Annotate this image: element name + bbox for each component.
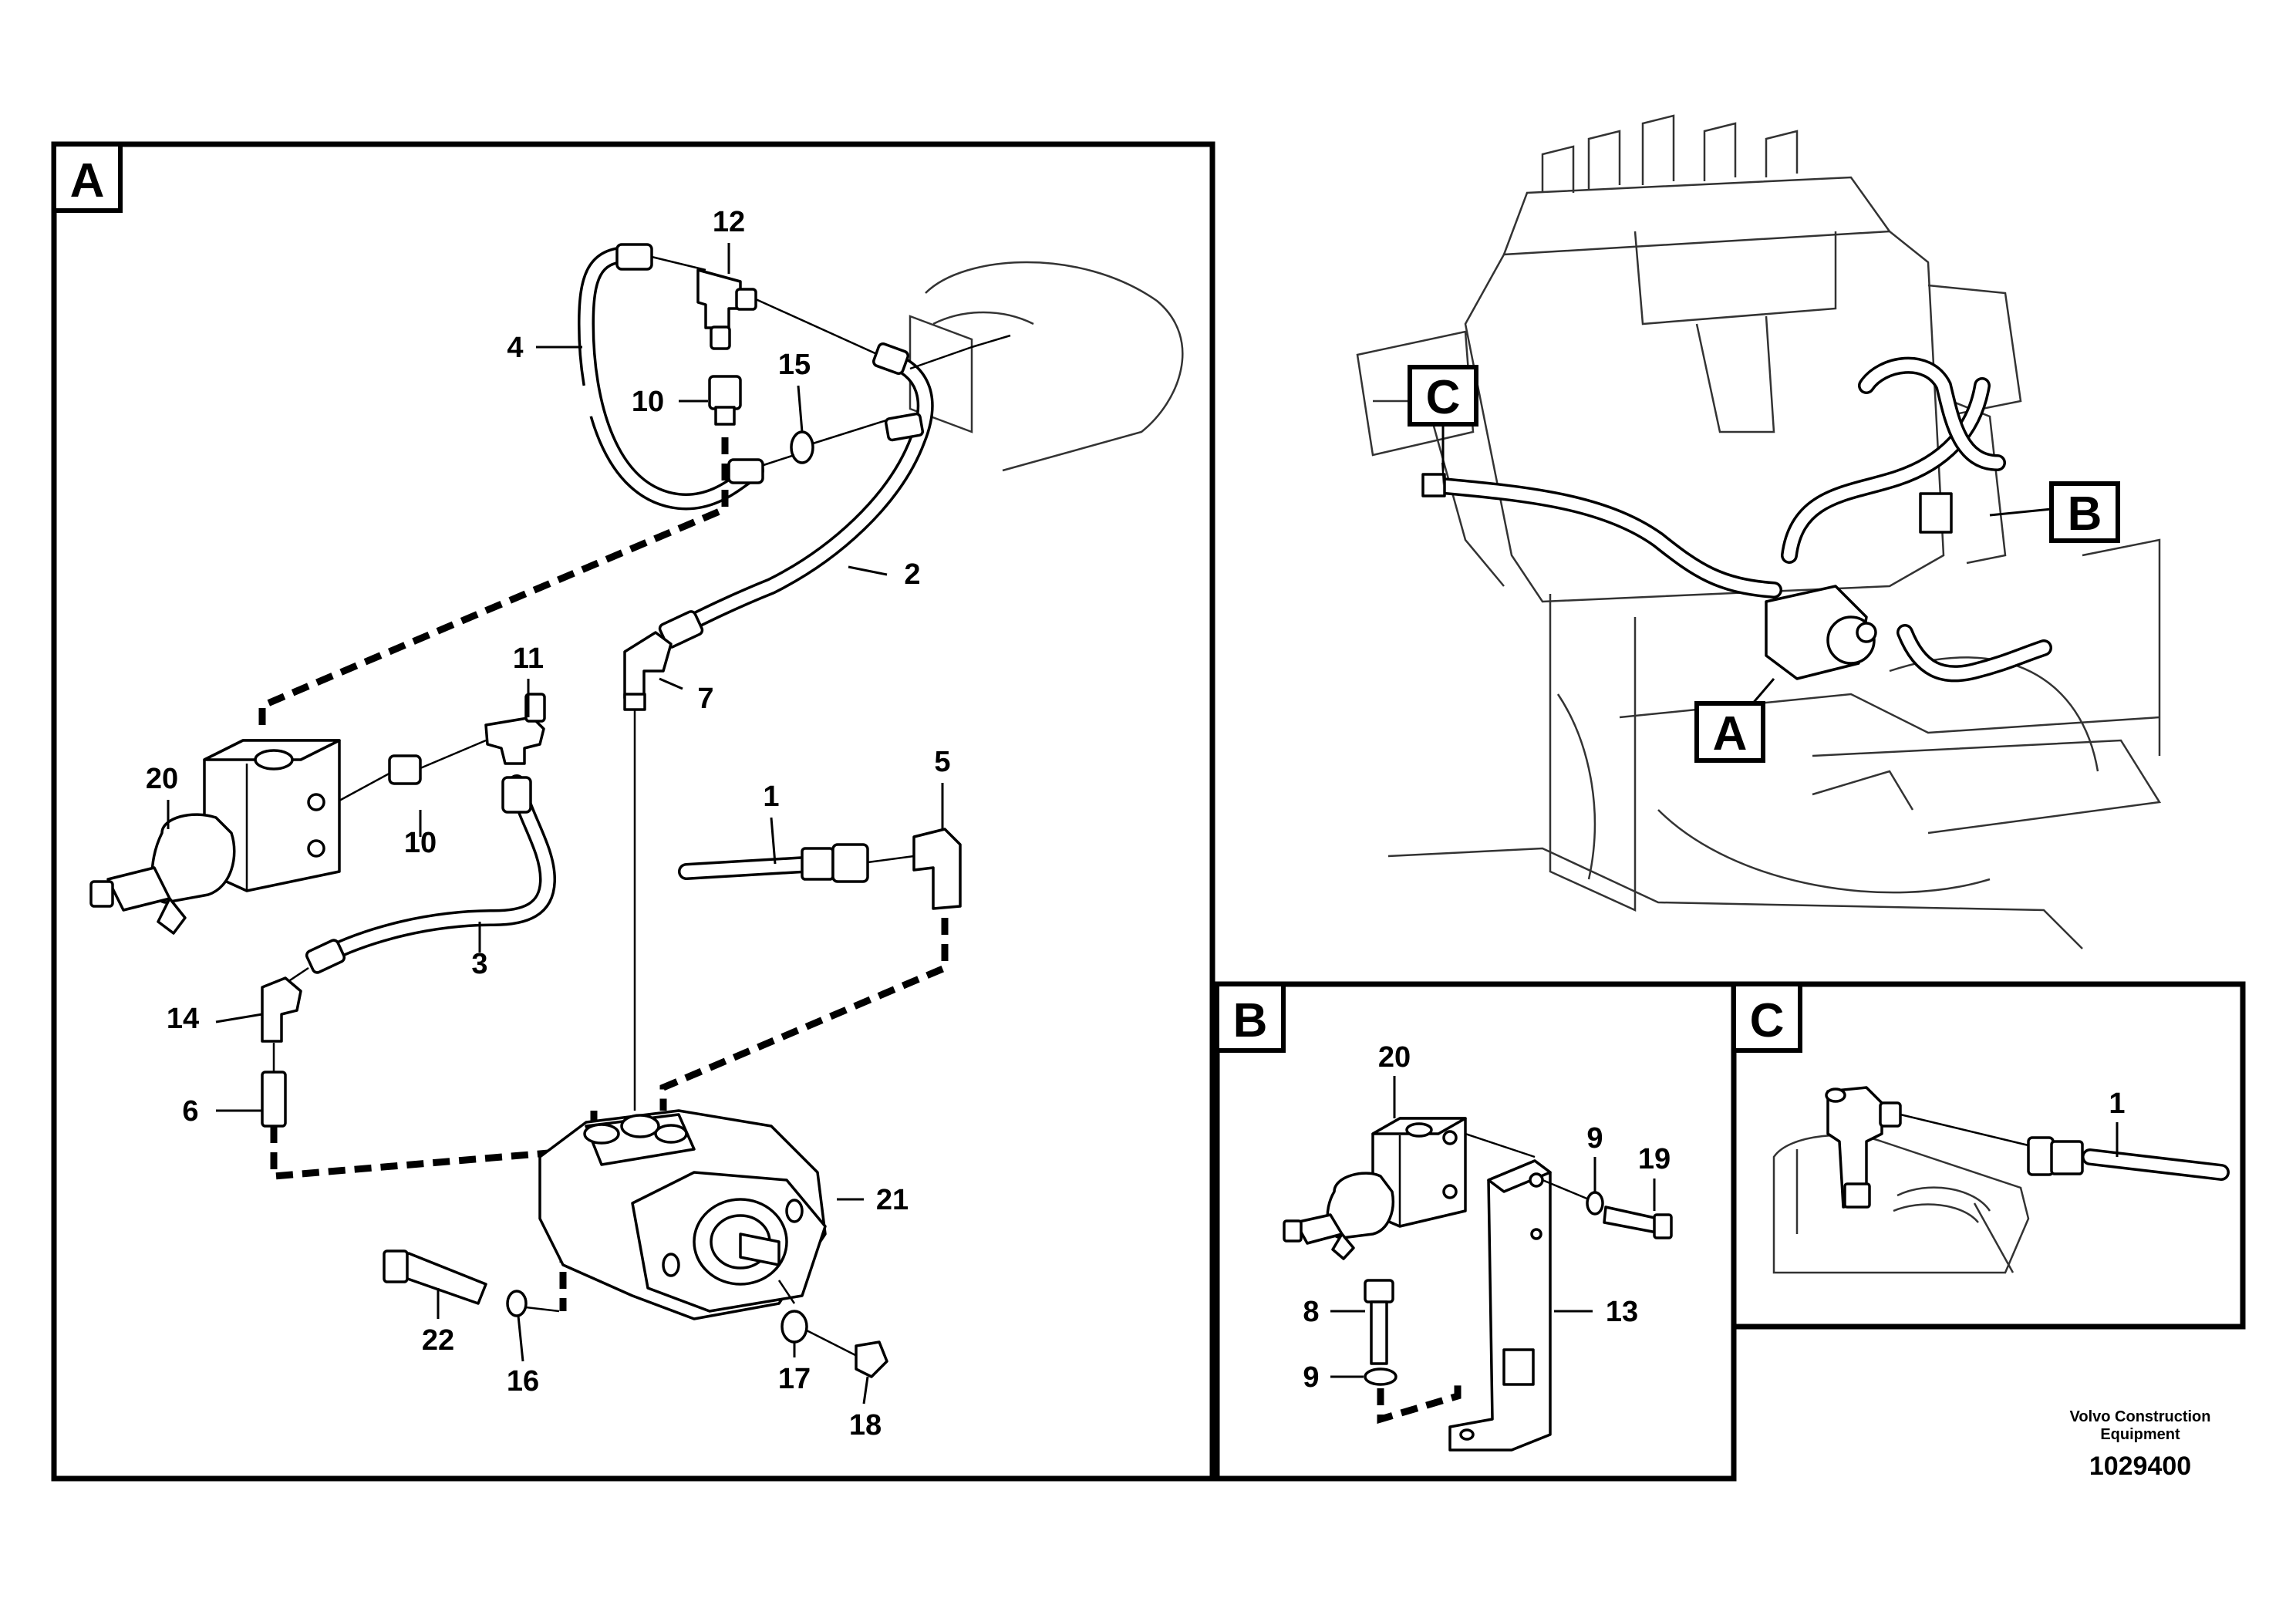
part-number-9-view-b-upper: 9	[1586, 1122, 1603, 1155]
overview-callout-c-label: C	[1426, 371, 1461, 424]
overview-callout-a-label: A	[1713, 707, 1748, 760]
view-b-drawing	[1283, 1117, 1673, 1452]
overview-illustration	[1356, 114, 2162, 949]
overview-callout-b-label: B	[2068, 487, 2102, 541]
part-number-19: 19	[1638, 1143, 1671, 1175]
part-number-6: 6	[182, 1095, 198, 1128]
part-number-14: 14	[167, 1003, 199, 1035]
part-number-10-upper: 10	[632, 386, 664, 418]
part-number-10-lower: 10	[404, 827, 437, 859]
overview-callout-c: C	[1408, 365, 1478, 486]
view-b-label: B	[1233, 994, 1268, 1047]
part-number-9-view-b-lower: 9	[1303, 1361, 1319, 1394]
part-number-20: 20	[146, 763, 178, 795]
company-name-line1: Volvo Construction	[2070, 1408, 2211, 1425]
drawing-number: 1029400	[2089, 1452, 2191, 1481]
overview-callout-a: A	[1694, 678, 1775, 763]
view-a-label: A	[70, 154, 105, 207]
part-number-17: 17	[778, 1363, 811, 1395]
company-name-line2: Equipment	[2100, 1426, 2180, 1443]
view-b-tag	[1215, 982, 1286, 1053]
part-number-11: 11	[513, 642, 544, 675]
part-number-13: 13	[1606, 1296, 1638, 1328]
part-number-3: 3	[471, 948, 487, 980]
part-number-4: 4	[507, 332, 523, 364]
part-number-7: 7	[697, 683, 713, 715]
view-c-frame	[1731, 981, 2246, 1330]
part-number-1-view-c: 1	[2109, 1088, 2125, 1120]
view-a-drawing	[89, 243, 1184, 1378]
view-c-tag	[1731, 982, 1802, 1053]
view-c-label: C	[1750, 994, 1785, 1047]
part-number-5: 5	[934, 746, 950, 778]
part-number-12: 12	[713, 206, 745, 238]
view-a-frame	[51, 141, 1215, 1482]
part-number-1: 1	[763, 781, 779, 813]
part-number-8: 8	[1303, 1296, 1319, 1328]
part-number-22: 22	[422, 1324, 454, 1357]
part-number-15: 15	[778, 349, 811, 381]
part-number-16: 16	[507, 1365, 539, 1398]
overview-callout-b: B	[1989, 481, 2120, 543]
part-number-18: 18	[849, 1409, 882, 1442]
part-number-20-view-b: 20	[1378, 1041, 1411, 1074]
view-a-tag	[52, 142, 123, 213]
view-c-drawing	[1772, 1086, 2230, 1274]
part-number-21: 21	[876, 1184, 909, 1216]
part-number-2: 2	[904, 558, 920, 591]
